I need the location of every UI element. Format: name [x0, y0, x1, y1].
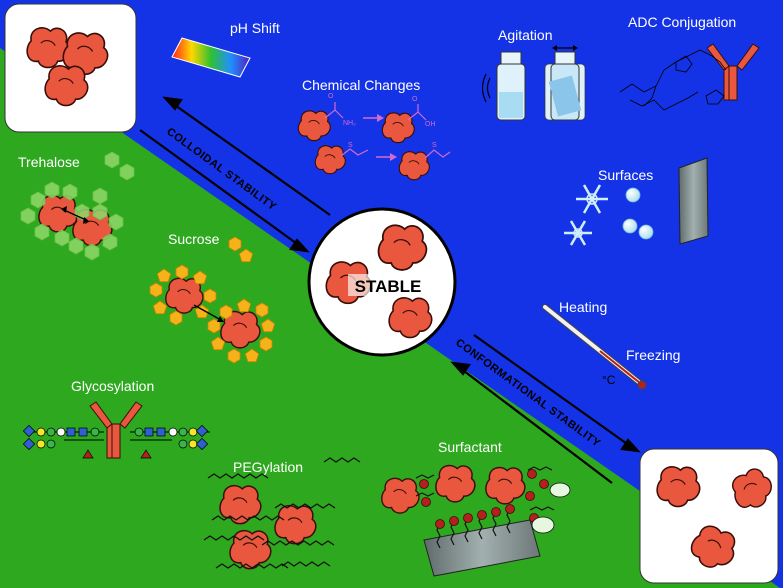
adc-conjugation-label: ADC Conjugation	[628, 14, 736, 30]
thermometer-icon	[542, 304, 647, 390]
agitation-vials-icon	[481, 45, 586, 121]
trehalose-label: Trehalose	[18, 154, 80, 170]
s-label-1: S	[348, 142, 353, 149]
drug-linker-structure-icon	[619, 49, 727, 111]
agitation-label: Agitation	[498, 27, 552, 43]
glycosylation-label: Glycosylation	[71, 378, 154, 394]
s-label-2: S	[432, 142, 437, 149]
celsius-label: °C	[602, 373, 616, 387]
pegylated-proteins-icon	[203, 457, 361, 570]
heating-label: Heating	[559, 299, 607, 315]
ph-shift-label: pH Shift	[230, 20, 280, 36]
surfaces-label: Surfaces	[598, 167, 653, 183]
ph-strip-icon	[171, 37, 251, 78]
conformational-stability-arrows	[450, 334, 641, 484]
pegylation-label: PEGylation	[233, 459, 303, 475]
surfactant-icon	[381, 464, 571, 577]
air-bubbles-icon	[622, 187, 654, 240]
sucrose-molecules-icon	[149, 236, 276, 364]
steel-surface-icon	[678, 157, 709, 245]
chemical-changes-icon: O NH₂ O OH S S	[297, 93, 451, 181]
oh-label: OH	[425, 121, 436, 128]
trehalose-molecules-icon	[20, 151, 135, 261]
glycosylated-antibody-icon	[22, 401, 210, 459]
freezing-label: Freezing	[626, 347, 680, 363]
aggregate-box-top-left	[4, 3, 137, 133]
aggregate-box-bottom-right	[639, 448, 779, 584]
ice-crystal-icon	[564, 184, 608, 246]
colloidal-stability-arrows	[139, 96, 331, 253]
stable-circle	[307, 207, 457, 357]
surfactant-label: Surfactant	[438, 439, 502, 455]
o-label-1: O	[328, 93, 334, 100]
nh2-label: NH₂	[343, 120, 356, 127]
sucrose-label: Sucrose	[168, 231, 220, 247]
stable-label: STABLE	[355, 277, 422, 296]
o-label-2: O	[412, 96, 418, 103]
chemical-changes-label: Chemical Changes	[302, 77, 420, 93]
